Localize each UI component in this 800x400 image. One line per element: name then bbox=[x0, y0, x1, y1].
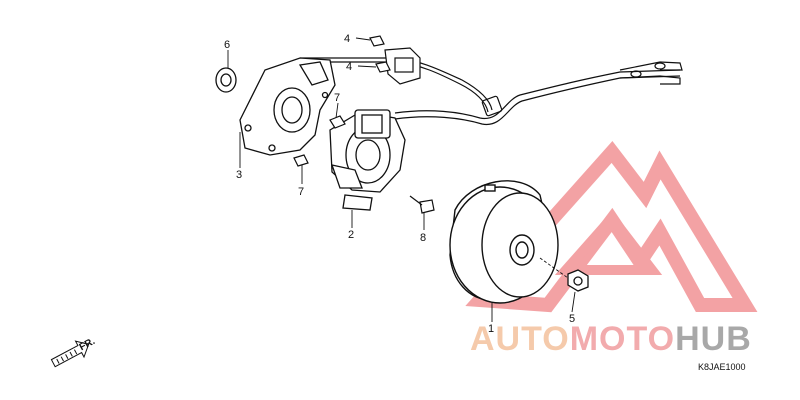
watermark-text: AUTOMOTOHUB bbox=[470, 320, 752, 358]
callout-2: 2 bbox=[348, 229, 354, 241]
stator-assembly bbox=[329, 109, 406, 211]
front-direction-arrow-icon bbox=[50, 340, 90, 368]
oil-seal bbox=[215, 67, 237, 93]
callout-7b: 7 bbox=[298, 186, 304, 198]
flywheel-nut bbox=[567, 269, 589, 292]
watermark-text-hub: HUB bbox=[675, 320, 752, 358]
callout-8: 8 bbox=[420, 232, 426, 244]
callout-labels: 1 2 3 4 4 5 6 7 7 8 bbox=[224, 33, 575, 335]
watermark-text-auto: AUTO bbox=[470, 320, 570, 358]
callout-7a: 7 bbox=[334, 92, 340, 104]
callout-1: 1 bbox=[488, 323, 494, 335]
callout-5: 5 bbox=[569, 313, 575, 325]
svg-text:AUTOMOTOHUB: AUTOMOTOHUB bbox=[470, 320, 752, 358]
callout-6: 6 bbox=[224, 39, 230, 51]
bolts bbox=[293, 35, 435, 214]
callout-3: 3 bbox=[236, 169, 242, 181]
flywheel bbox=[449, 180, 559, 304]
left-cover bbox=[239, 57, 336, 156]
leader-lines bbox=[227, 37, 576, 322]
front-direction-label: FR. bbox=[78, 336, 98, 353]
watermark-text-moto: MOTO bbox=[570, 320, 675, 358]
callout-4a: 4 bbox=[344, 33, 350, 45]
watermark-logo-icon bbox=[465, 141, 758, 313]
callout-4b: 4 bbox=[346, 61, 352, 73]
diagram-code: K8JAE1000 bbox=[698, 362, 746, 372]
sensor-bracket bbox=[384, 47, 421, 85]
